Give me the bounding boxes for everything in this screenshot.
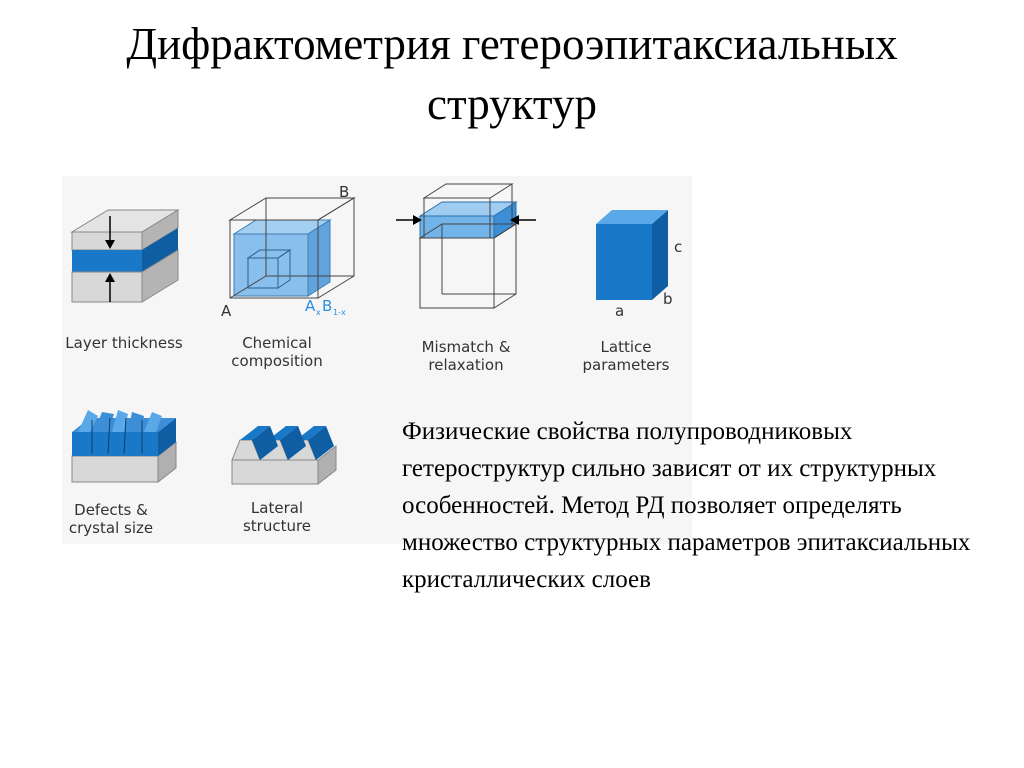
caption-line: composition xyxy=(231,352,323,370)
alloy-label-1x: 1-x xyxy=(333,308,346,317)
mismatch-relaxation-diagram xyxy=(396,183,536,309)
caption-line: Layer thickness xyxy=(65,334,183,352)
label-a-corner: A xyxy=(221,302,232,320)
chemical-composition-diagram xyxy=(228,197,356,299)
alloy-label-a: A xyxy=(305,297,316,315)
layer-thickness-diagram xyxy=(70,209,180,303)
caption-line: crystal size xyxy=(68,519,154,537)
title-line-1: Дифрактометрия гетероэпитаксиальных xyxy=(126,19,898,69)
label-b-lattice: b xyxy=(663,290,673,308)
label-a-lattice: a xyxy=(615,302,624,320)
lateral-structure-diagram xyxy=(231,426,337,486)
caption-line: Mismatch & xyxy=(421,338,511,356)
xrd-parameters-figure: A B A x B 1-x xyxy=(62,176,692,544)
caption-lateral-structure: Lateral structure xyxy=(222,499,332,535)
lattice-parameters-diagram xyxy=(596,210,668,300)
caption-line: Defects & xyxy=(74,501,148,519)
slide-body-text: Физические свойства полупроводниковых ге… xyxy=(402,418,971,593)
caption-line: structure xyxy=(242,517,312,535)
caption-line: Lateral xyxy=(250,499,304,517)
defects-crystal-size-diagram xyxy=(71,410,177,484)
label-b-corner: B xyxy=(339,183,349,201)
title-line-2: структур xyxy=(427,79,597,129)
slide-title: Дифрактометрия гетероэпитаксиальных стру… xyxy=(0,14,1024,134)
figure-svg: A B A x B 1-x xyxy=(70,183,682,486)
caption-defects-crystal-size: Defects & crystal size xyxy=(56,501,166,537)
label-c-lattice: c xyxy=(674,238,682,256)
caption-mismatch-relaxation: Mismatch & relaxation xyxy=(398,338,534,374)
caption-line: Chemical xyxy=(242,334,312,352)
caption-line: relaxation xyxy=(428,356,504,374)
caption-layer-thickness: Layer thickness xyxy=(54,334,194,352)
caption-chemical-composition: Chemical composition xyxy=(212,334,342,370)
alloy-label-x: x xyxy=(316,308,321,317)
caption-line: parameters xyxy=(582,356,670,374)
alloy-label-b: B xyxy=(322,297,332,315)
caption-line: Lattice xyxy=(600,338,652,356)
caption-lattice-parameters: Lattice parameters xyxy=(564,338,688,374)
